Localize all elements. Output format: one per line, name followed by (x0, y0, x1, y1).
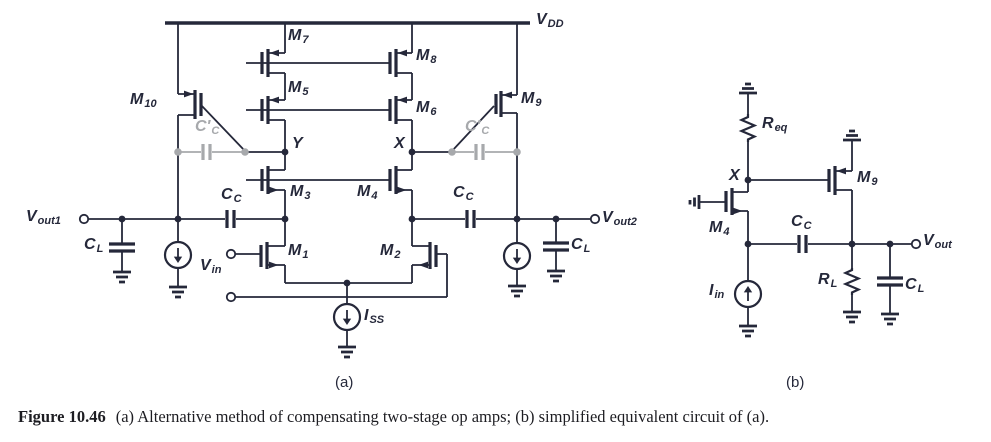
vin-terminals (225, 248, 237, 303)
node-dot-y (281, 148, 289, 156)
label-cl-b: CL (905, 276, 925, 295)
capacitor-cc-b (797, 235, 808, 253)
resistor-rl (842, 244, 862, 324)
current-source-left (163, 219, 193, 299)
label-ccprime-right: C′C (465, 118, 490, 137)
label-vout1: Vout1 (26, 208, 61, 227)
label-vdd: VDD (536, 11, 564, 30)
caption-number: Figure 10.46 (18, 407, 106, 426)
label-iin: Iin (709, 282, 725, 301)
label-m6: M6 (416, 99, 437, 118)
label-cl-right: CL (571, 236, 591, 255)
panel-a-tag: (a) (335, 374, 354, 391)
vout2-net (408, 213, 601, 225)
capacitor-ccprime-left (174, 144, 285, 160)
label-m5: M5 (288, 79, 309, 98)
transistor-m9 (451, 23, 518, 219)
label-cl-left: CL (84, 236, 104, 255)
transistor-m3 (260, 152, 286, 219)
transistor-m2 (235, 219, 448, 298)
label-m10: M10 (130, 91, 157, 110)
node-dot-x-b (744, 176, 829, 184)
label-m4: M4 (357, 183, 378, 202)
current-source-iin (733, 244, 763, 338)
vout-net-b (744, 238, 922, 250)
label-req: Req (762, 115, 788, 134)
label-cc-right: CC (453, 184, 474, 203)
caption-text: (a) Alternative method of compensating t… (115, 407, 770, 426)
label-m1: M1 (288, 242, 309, 261)
label-node-x-b: X (729, 167, 740, 184)
label-rl: RL (818, 271, 838, 290)
label-node-y: Y (292, 135, 303, 152)
label-iss: ISS (364, 307, 385, 326)
label-cc-left: CC (221, 186, 242, 205)
label-m7: M7 (288, 27, 309, 46)
capacitor-cl-right (543, 219, 569, 283)
node-dot-x (408, 148, 416, 156)
figure-caption: Figure 10.46 (a) Alternative method of co… (18, 407, 978, 427)
transistor-m9-b (827, 129, 861, 244)
label-m2: M2 (380, 242, 401, 261)
panel-b-tag: (b) (786, 374, 805, 391)
label-m3: M3 (290, 183, 311, 202)
current-source-iss (332, 283, 362, 359)
resistor-req (738, 114, 758, 180)
label-m9-b: M9 (857, 169, 878, 188)
vout1-net (78, 213, 289, 225)
label-m9: M9 (521, 90, 542, 109)
label-ccprime-left: C′C (195, 118, 220, 137)
transistor-m6 (388, 96, 413, 152)
label-node-x: X (394, 135, 405, 152)
transistor-m10 (177, 23, 246, 219)
circuit-schematic (78, 21, 922, 359)
label-vin: Vin (200, 257, 222, 276)
supply-ground-req (739, 82, 757, 114)
transistor-m5 (260, 96, 286, 152)
current-source-right (502, 219, 532, 298)
transistor-m4 (388, 152, 413, 219)
transistor-m8 (388, 23, 413, 100)
capacitor-cl-left (109, 219, 135, 284)
capacitor-cc-left (225, 210, 236, 228)
label-cc-b: CC (791, 213, 812, 232)
capacitor-ccprime-right (412, 144, 521, 160)
tail-node (285, 279, 412, 287)
capacitor-cc-right (465, 210, 476, 228)
transistor-m1 (235, 219, 286, 283)
label-vout-b: Vout (923, 232, 952, 251)
label-vout2: Vout2 (602, 209, 637, 228)
label-m4-b: M4 (709, 219, 730, 238)
label-m8: M8 (416, 47, 437, 66)
transistor-m7 (260, 23, 286, 100)
transistor-m4-b (688, 180, 749, 244)
capacitor-cl-b (877, 244, 903, 326)
